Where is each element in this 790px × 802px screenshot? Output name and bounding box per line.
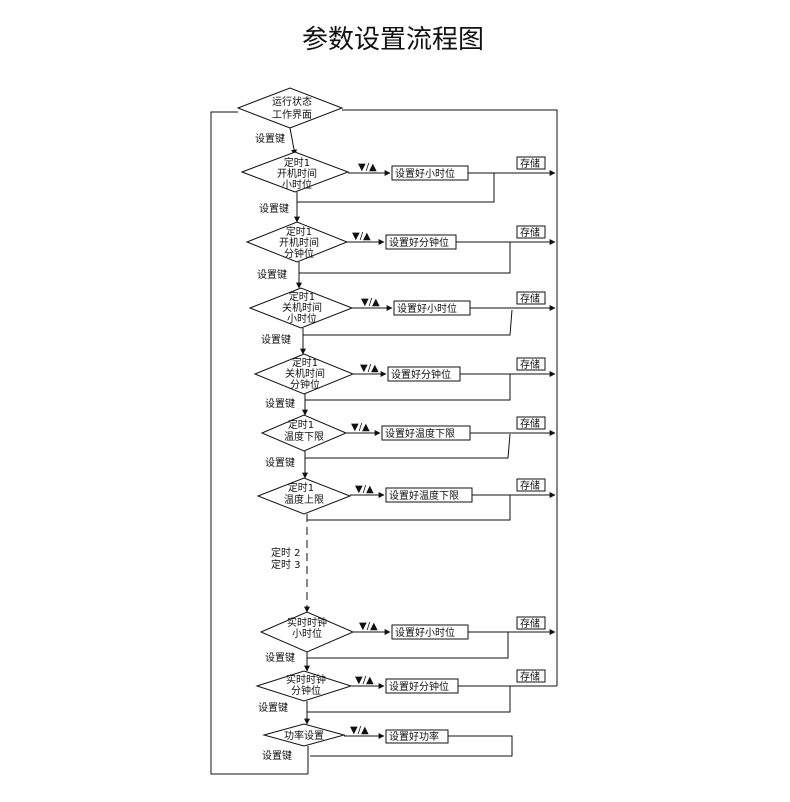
step5-line1: 定时1: [288, 418, 314, 431]
start-label-line2: 工作界面: [272, 109, 312, 121]
step1-action-text: 设置好小时位: [395, 167, 455, 180]
step7-save-text: 存储: [520, 617, 540, 630]
step7-save-box: [516, 616, 546, 630]
diagram-title: 参数设置流程图: [302, 25, 484, 55]
step9-line1: 功率设置: [284, 729, 324, 742]
step5-action-text: 设置好温度下限: [385, 427, 455, 440]
step1-save-text: 存储: [520, 157, 540, 170]
step4-action-text: 设置好分钟位: [391, 368, 451, 381]
start-label-line1: 运行状态: [272, 95, 312, 108]
set-key-label-3: 设置键: [257, 268, 287, 281]
set-key-label-9: 设置键: [262, 749, 292, 762]
step6-save-box: [516, 478, 546, 492]
step3-save-text: 存储: [520, 292, 540, 305]
step2-save-box: [516, 225, 546, 239]
step8-line2: 分钟位: [291, 684, 321, 697]
step3-line3: 小时位: [287, 312, 317, 325]
step7-line2: 小时位: [292, 627, 322, 640]
set-key-label-8: 设置键: [258, 701, 288, 714]
step5-updown: ▼/▲: [351, 422, 370, 433]
step6-line2: 温度上限: [284, 493, 324, 506]
step9-return: [310, 735, 513, 757]
step3-save-box: [516, 291, 546, 305]
step3-line1: 定时1: [289, 290, 315, 303]
timer2-label: 定时 2: [271, 546, 301, 559]
step8-save-box: [516, 669, 546, 683]
step4-line3: 分钟位: [290, 378, 320, 391]
step9-action-text: 设置好功率: [389, 730, 439, 743]
step9-updown: ▼/▲: [350, 725, 369, 736]
set-key-label-4: 设置键: [261, 333, 291, 346]
step4-line1: 定时1: [292, 356, 318, 369]
step4-save-text: 存储: [520, 358, 540, 371]
step1-save-box: [516, 156, 546, 170]
step8-action-text: 设置好分钟位: [389, 680, 449, 693]
step6-decision: [256, 477, 352, 515]
timer3-label: 定时 3: [271, 558, 301, 571]
step1-updown: ▼/▲: [358, 162, 377, 173]
step1-line2: 开机时间: [277, 167, 317, 180]
step9-decision: [262, 723, 346, 747]
step5-line2: 温度下限: [284, 430, 324, 443]
step2-line2: 开机时间: [279, 236, 319, 249]
step2-updown: ▼/▲: [352, 231, 371, 242]
step3-action-text: 设置好小时位: [397, 302, 457, 315]
step7-updown: ▼/▲: [359, 621, 378, 632]
step6-save-text: 存储: [520, 479, 540, 492]
step4-return: [305, 374, 511, 401]
left-return-loop: [210, 111, 308, 775]
step4-updown: ▼/▲: [360, 363, 379, 374]
step4-save-box: [516, 357, 546, 371]
start-decision-shape: [236, 87, 344, 129]
step1-return: [297, 173, 495, 203]
step2-save-text: 存储: [520, 226, 540, 239]
right-bus-top: [342, 109, 558, 686]
step1-line3: 小时位: [282, 178, 312, 191]
step7-return: [307, 632, 509, 659]
step2-line1: 定时1: [286, 225, 312, 238]
connector-1: [289, 127, 297, 156]
step8-return: [307, 686, 511, 713]
step1-line1: 定时1: [284, 156, 310, 169]
step8-line1: 实时时钟: [286, 673, 326, 686]
step5-save-text: 存储: [520, 417, 540, 430]
step8-save-text: 存储: [520, 670, 540, 683]
step3-return: [303, 309, 513, 336]
step5-return: [305, 433, 511, 459]
step6-action-text: 设置好温度下限: [389, 489, 459, 502]
step7-action-text: 设置好小时位: [395, 626, 455, 639]
step5-save-box: [516, 416, 546, 430]
step4-line2: 关机时间: [285, 367, 325, 380]
step6-line1: 定时1: [288, 481, 314, 494]
set-key-label-5: 设置键: [265, 397, 295, 410]
step2-line3: 分钟位: [284, 247, 314, 260]
step7-line1: 实时时钟: [287, 616, 327, 629]
step2-return: [299, 242, 511, 274]
set-key-label-6: 设置键: [265, 456, 295, 469]
step1-decision: [240, 151, 350, 193]
step6-return: [307, 495, 511, 521]
step2-action-text: 设置好分钟位: [389, 236, 449, 249]
step3-line2: 关机时间: [282, 301, 322, 314]
step3-updown: ▼/▲: [361, 297, 380, 308]
set-key-label-7: 设置键: [265, 651, 295, 664]
set-key-label-1: 设置键: [255, 132, 285, 145]
step6-updown: ▼/▲: [355, 484, 374, 495]
set-key-label-2: 设置键: [259, 202, 289, 215]
step8-updown: ▼/▲: [355, 675, 374, 686]
